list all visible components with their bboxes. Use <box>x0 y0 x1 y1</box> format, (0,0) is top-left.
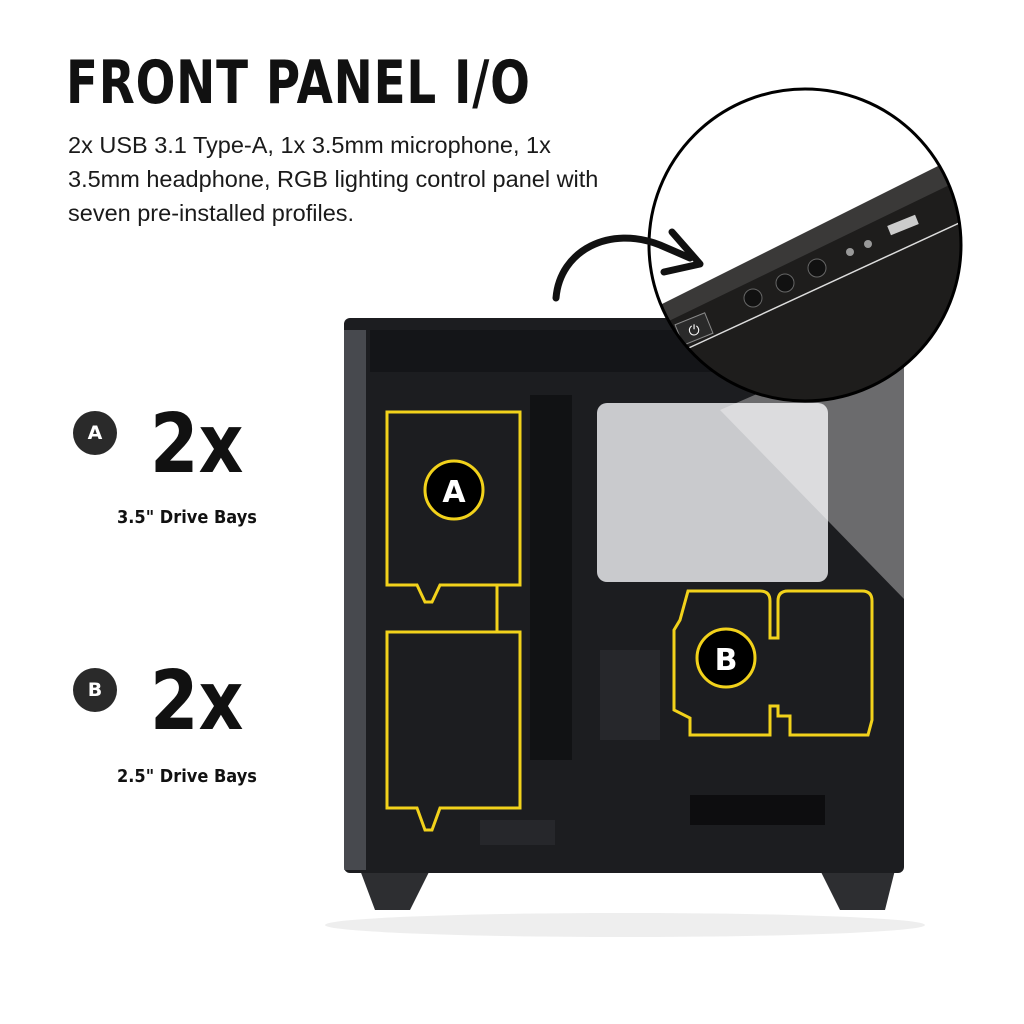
psu-vent <box>690 795 825 825</box>
bay-outline-a <box>385 410 522 832</box>
case-foot-front <box>360 870 430 910</box>
zoom-inset-border <box>647 87 963 403</box>
bay-outline-b <box>672 589 874 737</box>
badge-a: A <box>73 411 117 455</box>
lighting-button-1 <box>743 288 763 308</box>
count-a: 2x <box>150 397 244 492</box>
usb-port <box>887 214 919 236</box>
mic-jack <box>846 248 854 256</box>
arrow-head <box>660 228 704 276</box>
badge-b: B <box>73 668 117 712</box>
psu-divider <box>530 395 572 760</box>
page-title: FRONT PANEL I/O <box>66 48 531 118</box>
label-a: 3.5" Drive Bays <box>117 507 257 528</box>
lighting-button-3 <box>807 258 827 278</box>
floor-shadow <box>325 913 925 937</box>
label-b: 2.5" Drive Bays <box>117 766 257 787</box>
front-glass-edge <box>344 330 366 870</box>
case-foot-rear <box>820 870 895 910</box>
lighting-button-2 <box>775 273 795 293</box>
count-b: 2x <box>150 654 244 749</box>
bay-marker-a-letter: A <box>442 475 466 510</box>
bay-marker-a <box>423 459 485 521</box>
cpu-cutout <box>597 403 828 582</box>
fan-hub <box>600 650 660 740</box>
power-icon: ⏻ <box>688 322 699 338</box>
rgb-hub <box>480 820 555 845</box>
feature-description: 2x USB 3.1 Type-A, 1x 3.5mm microphone, … <box>68 132 599 226</box>
bay-marker-b-letter: B <box>715 643 738 678</box>
bay-marker-b <box>695 627 757 689</box>
curved-arrow-icon <box>552 234 694 302</box>
headphone-jack <box>864 240 872 248</box>
front-panel-zoom-inset: ⏻ <box>649 89 961 401</box>
